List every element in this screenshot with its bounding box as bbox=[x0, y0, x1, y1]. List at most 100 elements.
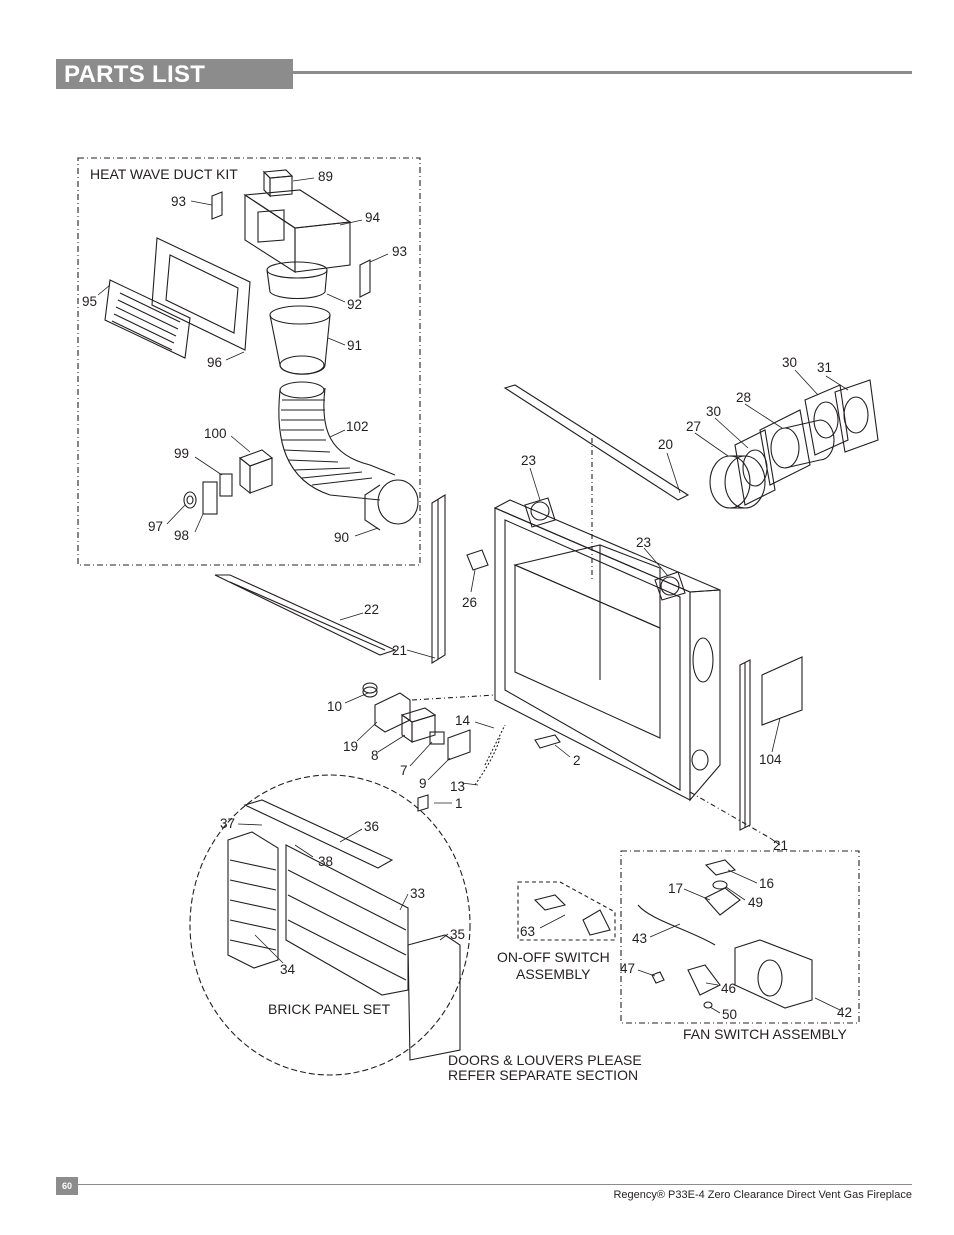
callout-1: 1 bbox=[455, 796, 463, 811]
callout-93: 93 bbox=[392, 244, 407, 259]
on-off-switch-boundary bbox=[517, 881, 616, 941]
callout-49: 49 bbox=[748, 895, 763, 910]
part-22-rail bbox=[214, 574, 397, 656]
part-13-chain bbox=[474, 737, 501, 786]
part-31-flange bbox=[834, 379, 879, 453]
part-27-band bbox=[709, 455, 766, 509]
part-2-bracket bbox=[534, 734, 561, 749]
callout-16: 16 bbox=[759, 876, 774, 891]
callout-28: 28 bbox=[736, 390, 751, 405]
part-9-plate bbox=[447, 729, 471, 761]
callout-leaders bbox=[97, 177, 849, 1014]
callout-98: 98 bbox=[174, 528, 189, 543]
duct-kit-boundary bbox=[77, 157, 421, 566]
part-104-plate bbox=[761, 656, 803, 726]
callout-37: 37 bbox=[220, 816, 235, 831]
callout-43: 43 bbox=[632, 931, 647, 946]
callout-26: 26 bbox=[462, 595, 477, 610]
callout-8: 8 bbox=[371, 748, 379, 763]
callout-31: 31 bbox=[817, 360, 832, 375]
callout-13: 13 bbox=[450, 779, 465, 794]
on-off-switch-caption-line2: ASSEMBLY bbox=[516, 966, 591, 982]
fan-switch-assembly-caption: FAN SWITCH ASSEMBLY bbox=[683, 1026, 848, 1042]
part-28-collar bbox=[759, 409, 835, 486]
part-102-flex-duct bbox=[278, 381, 396, 501]
callout-17: 17 bbox=[668, 881, 683, 896]
part-95-grille bbox=[104, 279, 191, 359]
part-21-side-panel-right bbox=[739, 659, 751, 831]
part-35-side-panel bbox=[407, 934, 461, 1061]
callout-22: 22 bbox=[364, 602, 379, 617]
part-10-bushing bbox=[362, 682, 378, 698]
part-34-side-brick bbox=[227, 831, 279, 969]
part-1-clip bbox=[417, 794, 429, 812]
part-98-plate bbox=[202, 481, 218, 515]
callout-94: 94 bbox=[365, 210, 381, 225]
callout-23: 23 bbox=[636, 535, 651, 550]
part-63-switch bbox=[533, 894, 611, 936]
part-99-bracket bbox=[219, 473, 233, 497]
part-100-box bbox=[238, 449, 274, 495]
part-90-duct-end bbox=[364, 479, 419, 531]
callout-92: 92 bbox=[347, 297, 362, 312]
part-21-side-panel-left bbox=[431, 494, 446, 664]
part-96-frame bbox=[151, 237, 251, 351]
brick-panel-boundary bbox=[189, 774, 471, 1076]
part-30-gasket-b bbox=[804, 384, 849, 456]
part-23-vent-side bbox=[660, 576, 680, 596]
part-33-rear-brick bbox=[285, 844, 409, 996]
part-17-fan-switch bbox=[704, 887, 741, 916]
callout-34: 34 bbox=[280, 962, 296, 977]
callout-21: 21 bbox=[392, 643, 407, 658]
callout-14: 14 bbox=[455, 713, 471, 728]
part-93-bracket-left bbox=[211, 191, 223, 220]
heat-wave-duct-kit-caption: HEAT WAVE DUCT KIT bbox=[90, 166, 238, 182]
part-43-cord bbox=[637, 904, 716, 946]
section-title: PARTS LIST bbox=[56, 59, 293, 89]
part-94-duct-box bbox=[243, 189, 352, 274]
firebox-body bbox=[493, 497, 721, 802]
callout-42: 42 bbox=[837, 1005, 852, 1020]
footer-rule bbox=[78, 1184, 912, 1185]
part-14-spring bbox=[484, 724, 506, 766]
brick-panel-set-caption: BRICK PANEL SET bbox=[268, 1001, 391, 1017]
part-19-bracket bbox=[374, 692, 411, 733]
part-91-transition bbox=[269, 305, 331, 375]
callout-50: 50 bbox=[722, 1007, 737, 1022]
callout-35: 35 bbox=[450, 927, 465, 942]
callout-97: 97 bbox=[148, 519, 163, 534]
callout-100: 100 bbox=[204, 426, 227, 441]
part-26-bracket bbox=[466, 549, 489, 571]
callout-89: 89 bbox=[318, 169, 333, 184]
callout-2: 2 bbox=[573, 753, 581, 768]
callout-30: 30 bbox=[706, 404, 721, 419]
callout-104: 104 bbox=[759, 752, 782, 767]
part-20-top-strip bbox=[503, 384, 690, 501]
callout-19: 19 bbox=[343, 739, 358, 754]
callout-33: 33 bbox=[410, 886, 425, 901]
part-36-top-brick bbox=[243, 799, 394, 869]
callout-99: 99 bbox=[174, 446, 189, 461]
callout-27: 27 bbox=[686, 419, 701, 434]
fan-switch-boundary bbox=[620, 850, 860, 1024]
part-23-vent-top bbox=[530, 501, 550, 521]
part-93-bracket-right bbox=[359, 259, 371, 298]
footer-document-title: Regency® P33E-4 Zero Clearance Direct Ve… bbox=[613, 1189, 912, 1201]
callout-21: 21 bbox=[773, 838, 788, 853]
callout-63: 63 bbox=[520, 924, 535, 939]
part-49-disc bbox=[712, 880, 728, 890]
callout-10: 10 bbox=[327, 699, 342, 714]
callout-102: 102 bbox=[346, 419, 369, 434]
doors-louvers-note-line2: REFER SEPARATE SECTION bbox=[448, 1067, 638, 1083]
on-off-switch-caption-line1: ON-OFF SWITCH bbox=[497, 949, 610, 965]
callout-9: 9 bbox=[419, 776, 427, 791]
part-8-block bbox=[400, 707, 437, 744]
callout-96: 96 bbox=[207, 355, 222, 370]
part-92-collar bbox=[266, 261, 328, 300]
part-16-bracket bbox=[704, 859, 737, 876]
callout-93: 93 bbox=[171, 194, 186, 209]
part-42-blower bbox=[734, 939, 813, 1009]
callout-36: 36 bbox=[364, 819, 379, 834]
part-89-junction-box bbox=[262, 169, 294, 198]
